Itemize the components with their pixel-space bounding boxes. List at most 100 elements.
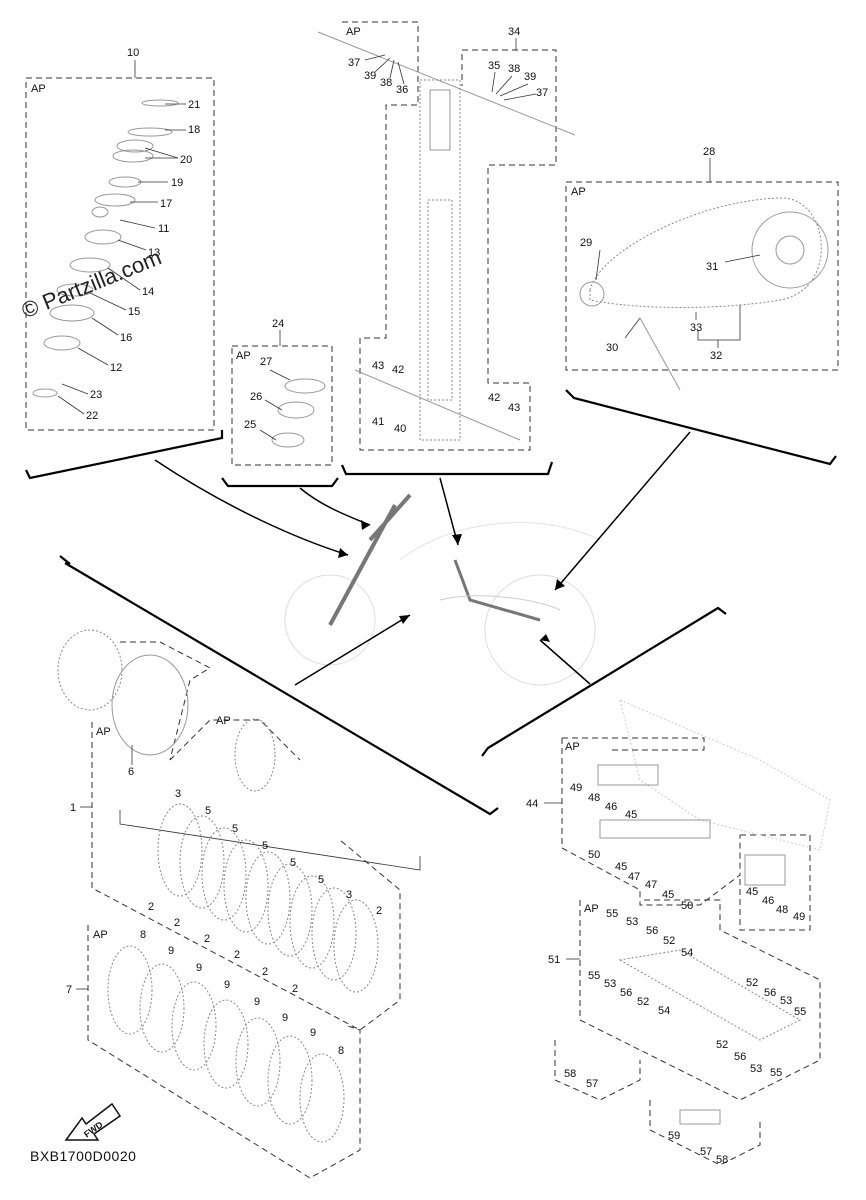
callout-48: 48 (776, 904, 788, 916)
callout-33: 33 (690, 322, 702, 334)
callout-51: 51 (548, 954, 560, 966)
callout-22: 22 (86, 410, 98, 422)
callout-14: 14 (142, 286, 154, 298)
callout-57: 57 (586, 1078, 598, 1090)
callout-37: 37 (348, 57, 360, 69)
steel-plate-stack (107, 945, 345, 1143)
callout-8: 8 (140, 929, 146, 941)
callout-54: 54 (681, 947, 693, 959)
callout-2: 2 (148, 901, 154, 913)
callout-50: 50 (681, 900, 693, 912)
callout-31: 31 (706, 261, 718, 273)
ap-label: AP (216, 715, 231, 727)
callout-38: 38 (380, 77, 392, 89)
linkage-section: AP 51 55 53 56 52 54 55 53 56 52 54 52 5… (548, 899, 821, 1166)
ap-label: AP (236, 350, 251, 362)
callout-45: 45 (662, 889, 674, 901)
callout-17: 17 (160, 198, 172, 210)
callout-55: 55 (794, 1006, 806, 1018)
callout-5: 5 (205, 805, 211, 817)
callout-34: 34 (508, 26, 520, 38)
fork-kit-callout: AP 10 21 18 20 19 17 11 (25, 47, 224, 480)
ap-label: AP (346, 26, 361, 38)
callout-23: 23 (90, 389, 102, 401)
callout-41: 41 (372, 416, 384, 428)
callout-2: 2 (174, 917, 180, 929)
callout-43: 43 (508, 402, 520, 414)
callout-26: 26 (250, 391, 262, 403)
callout-48: 48 (588, 792, 600, 804)
callout-58: 58 (716, 1154, 728, 1166)
callout-52: 52 (637, 996, 649, 1008)
callout-19: 19 (171, 177, 183, 189)
fork-seal-callout: AP 24 27 26 25 (221, 318, 339, 488)
callout-13: 13 (148, 247, 160, 259)
callout-21: 21 (188, 99, 200, 111)
callout-52: 52 (663, 935, 675, 947)
callout-25: 25 (244, 419, 256, 431)
callout-45: 45 (746, 886, 758, 898)
callout-56: 56 (734, 1051, 746, 1063)
callout-45: 45 (625, 809, 637, 821)
callout-53: 53 (626, 916, 638, 928)
callout-16: 16 (120, 332, 132, 344)
callout-29: 29 (580, 237, 592, 249)
callout-54: 54 (658, 1005, 670, 1017)
callout-27: 27 (260, 356, 272, 368)
callout-11: 11 (158, 223, 169, 235)
ap-label: AP (31, 83, 46, 95)
ap-label: AP (571, 186, 586, 198)
callout-47: 47 (628, 871, 640, 883)
callout-55: 55 (588, 970, 600, 982)
callout-8: 8 (338, 1045, 344, 1057)
clutch-section: AP 1 6 AP 3 5 5 5 5 5 3 2 2 2 2 (57, 555, 499, 1031)
callout-6: 6 (128, 766, 134, 778)
callout-24: 24 (272, 318, 284, 330)
callout-9: 9 (310, 1027, 316, 1039)
callout-46: 46 (605, 801, 617, 813)
callout-50: 50 (588, 849, 600, 861)
ap-label: AP (93, 929, 108, 941)
ap-label: AP (584, 903, 599, 915)
callout-37: 37 (536, 87, 548, 99)
fwd-arrow-icon: FWD (64, 1102, 122, 1141)
callout-2: 2 (204, 933, 210, 945)
callout-42: 42 (392, 364, 404, 376)
callout-7: 7 (66, 984, 72, 996)
callout-15: 15 (128, 306, 140, 318)
callout-35: 35 (488, 60, 500, 72)
motorcycle-overview (154, 431, 691, 686)
callout-18: 18 (188, 124, 200, 136)
callout-12: 12 (110, 362, 122, 374)
ap-label: AP (96, 726, 111, 738)
callout-53: 53 (780, 995, 792, 1007)
callout-55: 55 (606, 908, 618, 920)
callout-59: 59 (668, 1130, 680, 1142)
callout-2: 2 (292, 983, 298, 995)
callout-9: 9 (254, 996, 260, 1008)
callout-52: 52 (746, 977, 758, 989)
callout-46: 46 (762, 895, 774, 907)
friction-plate-stack (157, 803, 379, 993)
drive-chain-callout: AP 28 29 31 30 33 32 (565, 146, 839, 466)
callout-39: 39 (524, 71, 536, 83)
callout-43: 43 (372, 360, 384, 372)
callout-9: 9 (168, 945, 174, 957)
rear-shock-callout: AP 34 37 39 38 36 35 38 39 37 43 42 41 4… (317, 21, 576, 476)
ap-label: AP (565, 741, 580, 753)
callout-44: 44 (526, 798, 538, 810)
callout-36: 36 (396, 84, 408, 96)
callout-56: 56 (646, 925, 658, 937)
callout-28: 28 (703, 146, 715, 158)
callout-1: 1 (70, 802, 76, 814)
callout-5: 5 (290, 857, 296, 869)
callout-2: 2 (262, 966, 268, 978)
diagram-code: BXB1700D0020 (30, 1148, 137, 1164)
callout-42: 42 (488, 392, 500, 404)
callout-57: 57 (700, 1146, 712, 1158)
callout-53: 53 (750, 1063, 762, 1075)
callout-5: 5 (232, 823, 238, 835)
callout-49: 49 (570, 782, 582, 794)
